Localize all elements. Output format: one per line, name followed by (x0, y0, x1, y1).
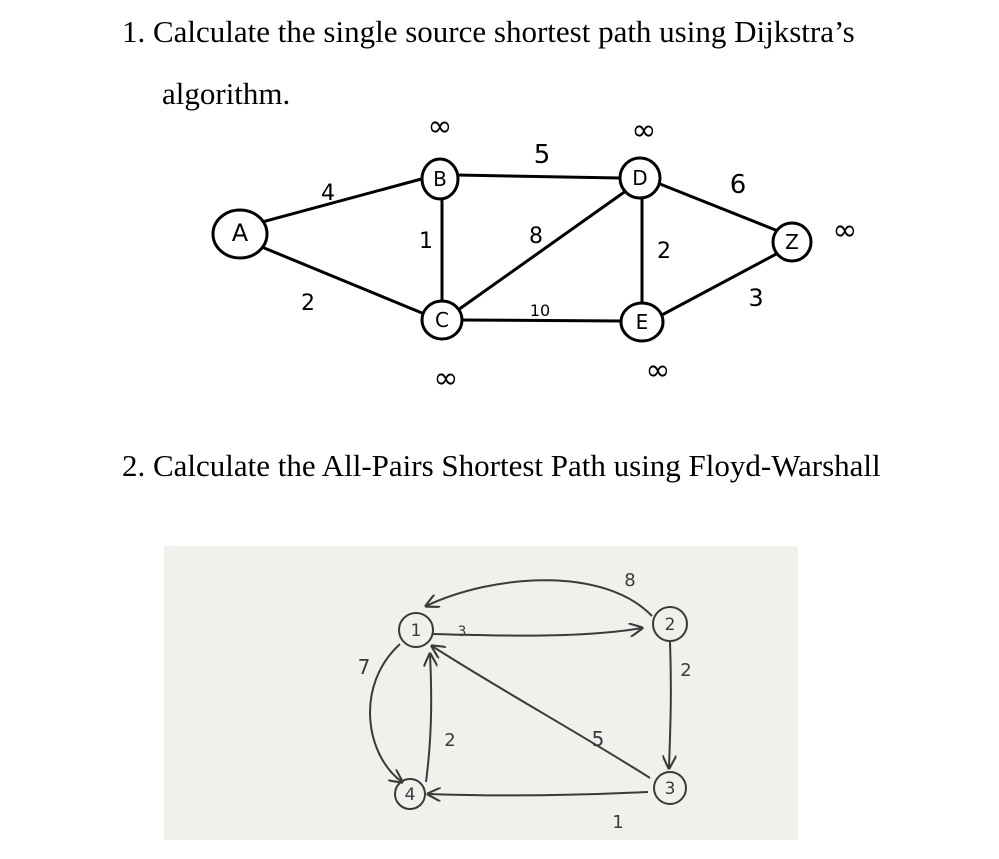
node-4-label: 4 (405, 785, 416, 805)
question-1-line-2: algorithm. (162, 76, 291, 111)
edge-e-z-weight: 3 (748, 284, 763, 312)
edge-a-b (239, 176, 426, 230)
node-c-label: C (435, 308, 449, 332)
question-2-text: Calculate the All-Pairs Shortest Path us… (153, 448, 881, 483)
edge-3-to-4 (428, 792, 649, 795)
node-4 (394, 778, 426, 810)
edge-b-d (456, 173, 621, 180)
edge-c-d-weight: 8 (529, 224, 543, 249)
node-1-label: 1 (411, 621, 422, 641)
edge-1-to-4-weight: 7 (358, 655, 371, 679)
edge-1-to-2 (431, 628, 642, 636)
node-e (619, 301, 665, 343)
node-1 (398, 612, 434, 648)
edge-b-c-weight: 1 (419, 229, 433, 254)
edge-4-to-1 (426, 654, 431, 783)
node-z-label: Z (785, 230, 799, 254)
edge-3-to-4-weight: 1 (612, 812, 623, 833)
node-e-label: E (636, 310, 649, 334)
node-z-distance: ∞ (833, 213, 858, 248)
node-b (420, 157, 460, 201)
edge-a-c (239, 236, 423, 315)
node-c-distance: ∞ (434, 361, 459, 396)
graph1-edges (239, 173, 781, 323)
node-2 (652, 606, 688, 642)
edge-c-e (459, 318, 623, 323)
edge-c-e-weight: 10 (530, 301, 550, 320)
edge-d-z-weight: 6 (730, 170, 747, 200)
edge-e-z (659, 250, 781, 318)
edge-c-d (457, 186, 631, 312)
question-2: 2. Calculate the All-Pairs Shortest Path… (122, 448, 881, 484)
dijkstra-graph: A B C D E Z 4 2 1 5 8 10 2 6 3 ∞ ∞ ∞ ∞ ∞ (211, 118, 858, 396)
edge-3-to-1 (432, 646, 651, 779)
node-e-distance: ∞ (646, 353, 671, 388)
edge-2-to-1 (426, 579, 653, 617)
edge-1-to-2-weight: 3 (458, 624, 467, 640)
question-2-number: 2. (122, 448, 146, 483)
edge-2-to-1-weight: 8 (624, 570, 635, 591)
node-b-distance: ∞ (428, 118, 453, 144)
edge-d-z (659, 182, 779, 233)
node-d-distance: ∞ (632, 118, 657, 148)
question-1-text: Calculate the single source shortest pat… (153, 14, 855, 49)
question-1-number: 1. (122, 14, 146, 49)
node-d-label: D (632, 166, 647, 190)
node-3 (653, 771, 687, 805)
edge-b-d-weight: 5 (534, 140, 551, 170)
floyd-warshall-graph-photo: 1 2 3 4 8 3 2 5 1 7 2 (164, 546, 798, 840)
node-a (211, 208, 269, 260)
node-b-label: B (433, 167, 447, 191)
edge-2-to-3-weight: 2 (680, 660, 691, 681)
edge-3-to-1-weight: 5 (592, 727, 605, 751)
floyd-warshall-graph: 1 2 3 4 8 3 2 5 1 7 2 (358, 570, 692, 833)
edge-1-to-4 (369, 643, 402, 782)
edge-a-b-weight: 4 (321, 181, 335, 206)
node-2-label: 2 (665, 615, 676, 635)
edge-d-e-weight: 2 (657, 239, 671, 264)
node-3-label: 3 (665, 779, 676, 799)
node-c (420, 299, 464, 341)
edge-2-to-3 (669, 641, 671, 768)
node-d (618, 156, 662, 200)
question-1-line-1: 1. Calculate the single source shortest … (122, 14, 855, 50)
node-a-label: A (232, 219, 249, 247)
edge-4-to-1-weight: 2 (444, 730, 455, 751)
node-z (771, 221, 813, 263)
edge-a-c-weight: 2 (301, 291, 315, 316)
